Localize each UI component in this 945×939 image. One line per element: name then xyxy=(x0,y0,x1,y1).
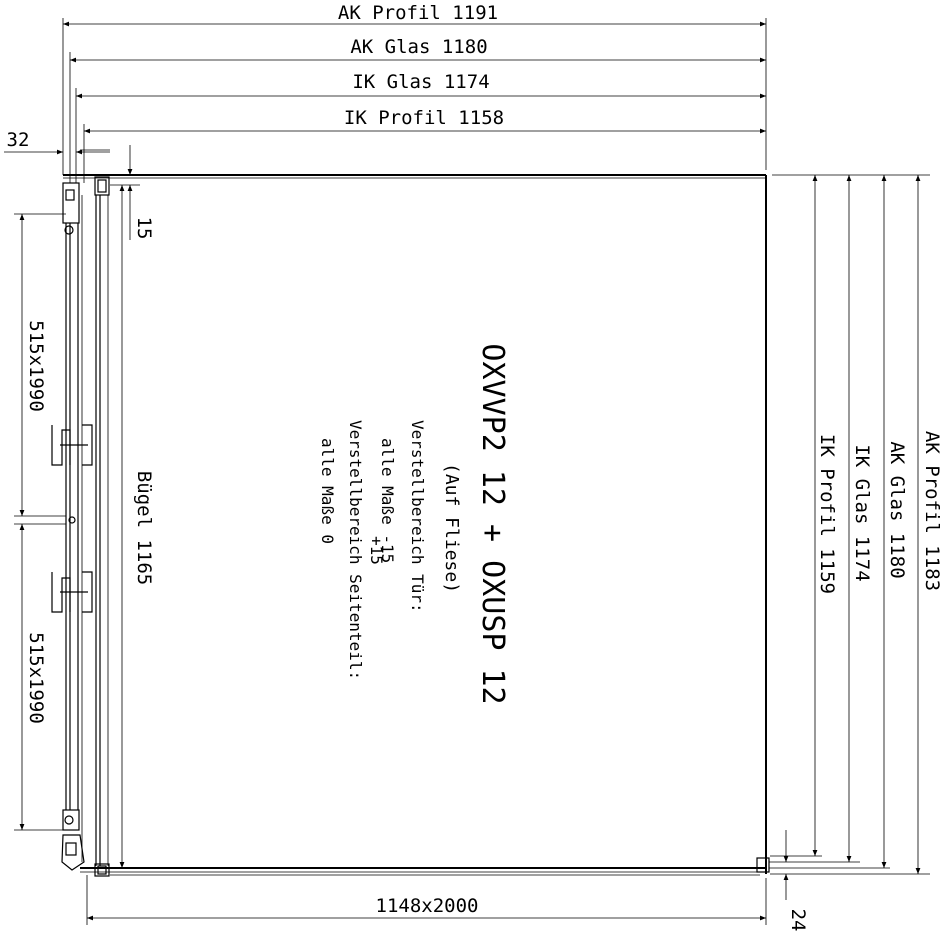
product-subtitle: (Auf Fliese) xyxy=(441,463,462,593)
label-ak-glas-right: AK Glas 1180 xyxy=(886,441,908,578)
dim-panel-lower xyxy=(14,523,66,831)
label-ak-glas-top: AK Glas 1180 xyxy=(350,36,487,58)
label-panel-upper: 515x1990 xyxy=(25,320,47,412)
label-ak-profil-top: AK Profil 1191 xyxy=(338,2,498,24)
adjust-side-label: Verstellbereich Seitenteil: xyxy=(346,420,365,680)
label-width-bottom: 1148x2000 xyxy=(376,895,479,917)
label-offset-15: 15 xyxy=(133,217,155,240)
adjust-door-plus: +15 xyxy=(367,536,386,565)
label-ik-glas-right: IK Glas 1174 xyxy=(851,444,873,581)
adjust-door-values: alle Maße -15 xyxy=(378,438,397,563)
label-ak-profil-right: AK Profil 1183 xyxy=(921,431,943,591)
label-ik-glas-top: IK Glas 1174 xyxy=(352,71,489,93)
left-profile xyxy=(51,176,110,877)
label-offset-24: 24 xyxy=(787,909,809,932)
adjust-side-values: alle Maße 0 xyxy=(318,438,337,544)
right-profile-bottom xyxy=(756,857,890,873)
label-buegel: Bügel 1165 xyxy=(133,471,155,585)
adjust-door-label: Verstellbereich Tür: xyxy=(408,420,427,613)
label-ik-profil-top: IK Profil 1158 xyxy=(344,107,504,129)
label-panel-lower: 515x1990 xyxy=(25,632,47,724)
product-title: OXVVP2 12 + OXUSP 12 xyxy=(475,343,510,704)
dim-width-bottom xyxy=(86,875,767,925)
extension-lines-top xyxy=(62,18,767,183)
dim-offset-15 xyxy=(110,145,140,240)
frame-outline xyxy=(63,174,767,876)
label-offset-32: 32 xyxy=(7,129,30,151)
label-ik-profil-right: IK Profil 1159 xyxy=(816,434,838,594)
dim-panel-upper xyxy=(14,213,66,517)
